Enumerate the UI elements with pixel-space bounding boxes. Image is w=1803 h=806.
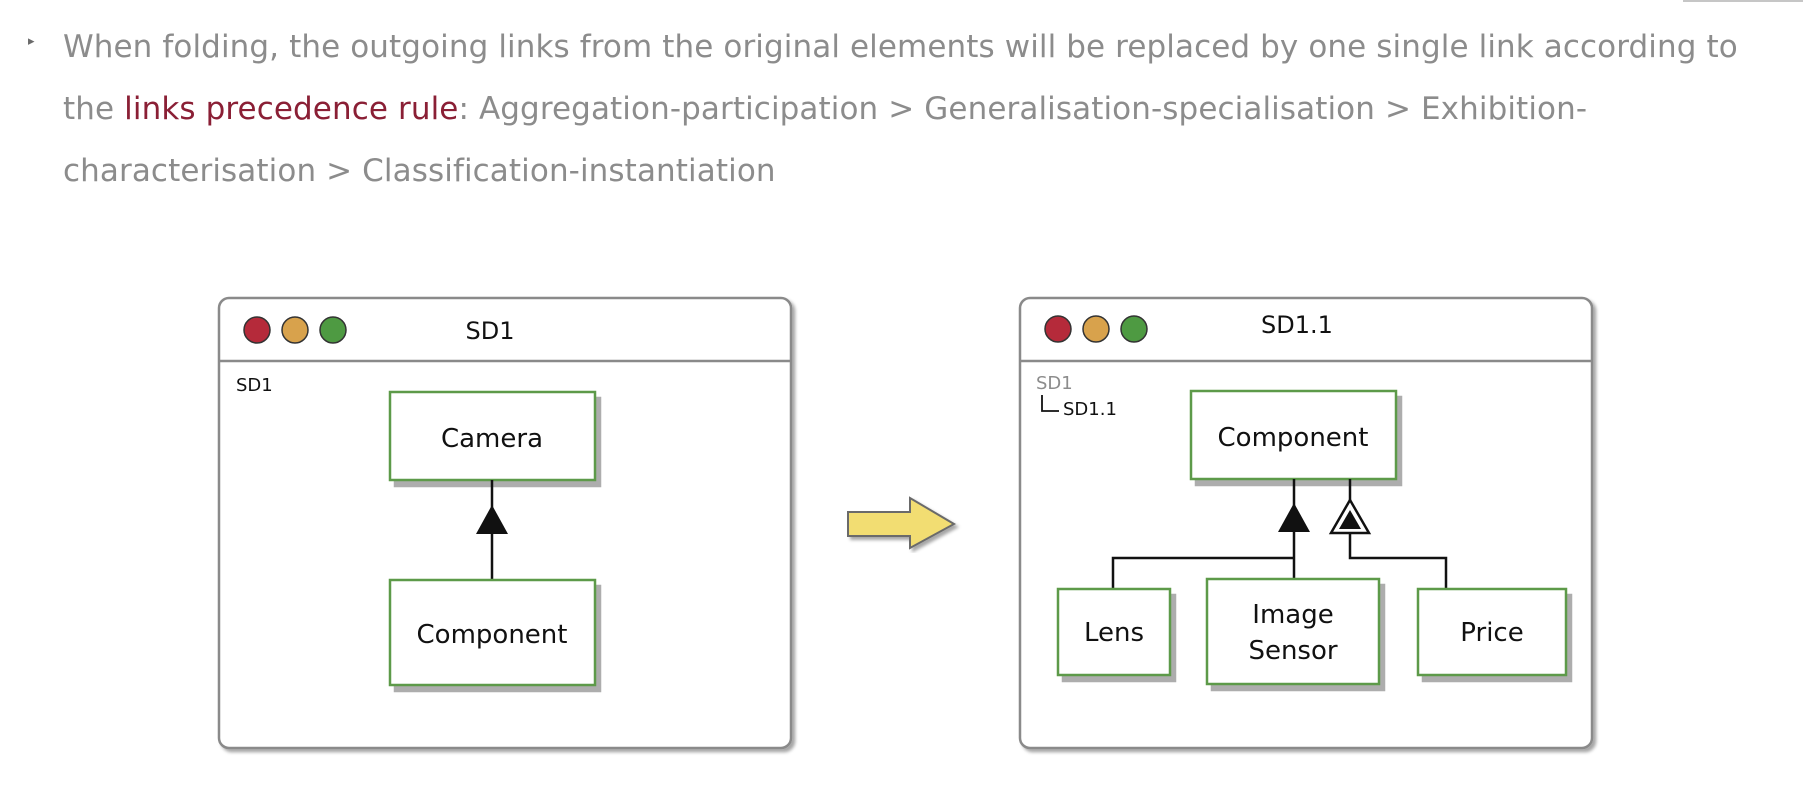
minimize-dot-icon[interactable] [281, 316, 309, 344]
top-rule [1683, 0, 1803, 2]
bullet-item: ▸ When folding, the outgoing links from … [0, 0, 1803, 200]
maximize-dot-icon[interactable] [319, 316, 347, 344]
right-arrow-icon [847, 496, 957, 550]
object-camera[interactable] [388, 390, 597, 482]
object-component-label: Component [1218, 423, 1369, 453]
bullet-text-part2: : Aggregation-participation > Generalisa… [63, 91, 1588, 189]
breadcrumb-parent: SD1 [1036, 373, 1073, 394]
window-sd1-frame [217, 296, 793, 750]
breadcrumb-child: SD1.1 [1063, 399, 1117, 420]
object-price-label: Price [1460, 618, 1523, 648]
breadcrumb-tree-connector [1041, 395, 1059, 412]
exhibition-triangle-inner-icon [1339, 510, 1361, 529]
window-sd1: SD1 SD1 Camera Component [217, 296, 793, 750]
window-sd1-title: SD1 [466, 317, 515, 345]
close-dot-icon[interactable] [1044, 315, 1072, 343]
object-image-sensor-label-line1: Image [1252, 600, 1333, 630]
minimize-dot-icon[interactable] [1082, 315, 1110, 343]
bullet-marker-icon: ▸ [28, 34, 35, 49]
object-image-sensor[interactable] [1205, 577, 1381, 686]
aggregation-link-lens [1111, 556, 1294, 589]
object-camera-label: Camera [441, 424, 543, 454]
object-component[interactable] [1189, 389, 1398, 481]
bullet-text: When folding, the outgoing links from th… [63, 16, 1753, 202]
bullet-text-part1: When folding, the outgoing links from th… [63, 29, 1738, 127]
aggregation-triangle-icon [476, 505, 508, 534]
object-price[interactable] [1416, 587, 1568, 677]
exhibition-link-price [1348, 533, 1448, 589]
window-sd1-breadcrumb: SD1 [236, 375, 273, 396]
object-component-label: Component [417, 620, 568, 650]
object-lens[interactable] [1056, 587, 1172, 677]
links-precedence-rule-term: links precedence rule [124, 91, 459, 127]
window-sd1-1-title: SD1.1 [1261, 311, 1333, 339]
close-dot-icon[interactable] [243, 316, 271, 344]
window-sd1-1: SD1.1 SD1 SD1.1 Component Lens Image Sen… [1018, 296, 1594, 750]
object-lens-label: Lens [1084, 618, 1144, 648]
aggregation-triangle-icon [1278, 503, 1310, 532]
object-component[interactable] [388, 578, 597, 687]
object-image-sensor-label-line2: Sensor [1248, 636, 1337, 666]
maximize-dot-icon[interactable] [1120, 315, 1148, 343]
